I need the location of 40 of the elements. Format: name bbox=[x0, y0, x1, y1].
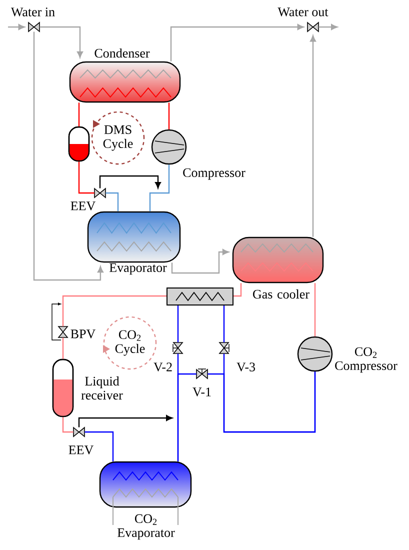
valve-label: V-3 bbox=[236, 362, 255, 372]
valve-label: Water out bbox=[278, 8, 328, 16]
component-label: Liquid receiver bbox=[81, 376, 123, 400]
arrow bbox=[318, 24, 338, 30]
component-label: Gas cooler bbox=[253, 289, 310, 299]
valve-label: V-1 bbox=[192, 388, 211, 396]
pipe bbox=[149, 164, 170, 212]
arrow bbox=[40, 26, 83, 58]
pipe bbox=[78, 162, 94, 194]
pipe bbox=[106, 192, 119, 212]
pipe bbox=[177, 373, 196, 462]
pipe bbox=[62, 338, 64, 359]
pipe bbox=[62, 417, 74, 433]
valve-label: EEV bbox=[70, 202, 96, 210]
arrow bbox=[170, 24, 304, 62]
pipe bbox=[62, 295, 166, 326]
pipe bbox=[177, 306, 179, 342]
component-label: CO$_{2}$ Compressor bbox=[335, 347, 398, 373]
arrow bbox=[310, 35, 316, 237]
pipe bbox=[84, 431, 114, 462]
pipe bbox=[223, 354, 316, 433]
component-label: Compressor bbox=[183, 168, 246, 180]
arrow bbox=[8, 24, 25, 30]
pipe bbox=[223, 306, 225, 342]
pipe bbox=[234, 283, 242, 297]
valve-label: BPV bbox=[70, 330, 96, 338]
arrow bbox=[33, 32, 104, 281]
component-label: Evaporator bbox=[110, 263, 167, 275]
arrow bbox=[99, 175, 161, 188]
heat-exchanger bbox=[166, 288, 234, 306]
pipe bbox=[168, 102, 170, 130]
arrow bbox=[78, 415, 172, 428]
component-label: Condenser bbox=[94, 48, 150, 58]
arrow bbox=[171, 249, 229, 274]
component-label: CO$_{2}$ Evaporator bbox=[118, 514, 175, 540]
receiver-tank bbox=[68, 126, 90, 162]
valve-label: EEV bbox=[68, 446, 94, 454]
pipe bbox=[314, 283, 316, 336]
pipe bbox=[78, 102, 80, 126]
valve-label: Water in bbox=[10, 8, 55, 16]
